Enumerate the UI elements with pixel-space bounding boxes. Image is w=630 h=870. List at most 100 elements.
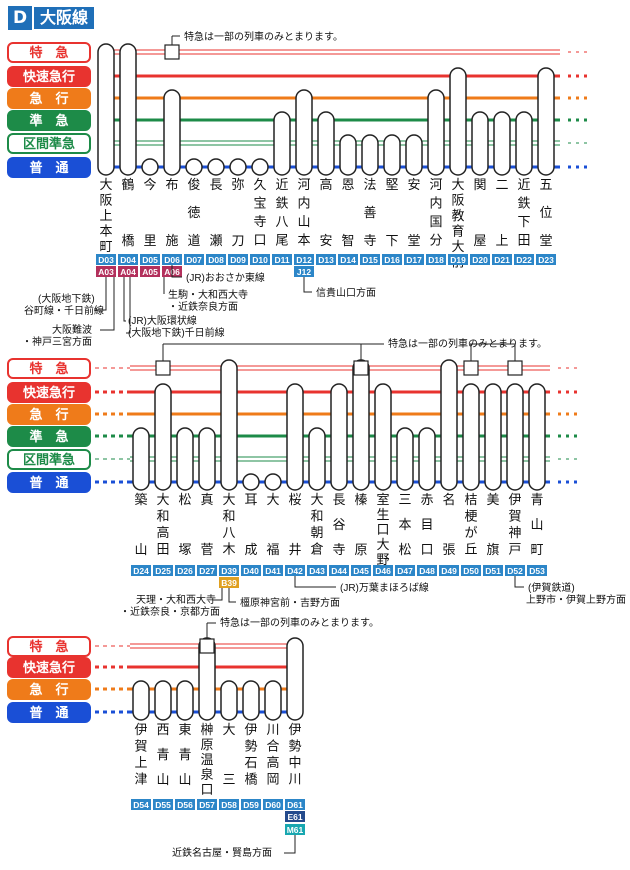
- transfer-leader: [123, 277, 126, 322]
- station-name-char: 大: [222, 722, 235, 737]
- partial-stop-square: [155, 360, 171, 376]
- station-stop-marker: [242, 473, 260, 491]
- station-name-char: 関: [473, 177, 486, 192]
- station-name-char: 大: [451, 239, 464, 254]
- station-code-badge: [118, 254, 138, 265]
- station-stop-marker: [132, 680, 150, 721]
- station-code-badge: [175, 565, 195, 576]
- station-stop-marker: [220, 359, 238, 491]
- station-name-char: 瀬: [209, 233, 222, 248]
- station-stop-marker: [198, 427, 216, 491]
- station-code-badge: [316, 254, 336, 265]
- station-code: D04: [120, 255, 136, 265]
- station-code: D13: [318, 255, 334, 265]
- station-name-char: 本: [398, 517, 411, 532]
- station-code: D18: [428, 255, 444, 265]
- station-name-char: 合: [266, 739, 279, 754]
- station-name-char: 二: [495, 177, 508, 192]
- station-name-char: 近: [517, 177, 530, 192]
- station-code: D47: [397, 566, 413, 576]
- code-b39: B39: [221, 578, 237, 588]
- station-code: D44: [331, 566, 347, 576]
- station-name-char: 安: [407, 177, 420, 192]
- train-type-label: 快速急行: [23, 385, 75, 400]
- station-name-char: 伊: [508, 492, 521, 507]
- station-stop-marker: [418, 427, 436, 491]
- station-name-char: 寺: [332, 542, 345, 557]
- station-name-char: 位: [539, 205, 552, 220]
- station-name-char: 徳: [187, 205, 200, 220]
- station-code: D40: [243, 566, 259, 576]
- station-code-badge: [131, 799, 151, 810]
- transfer-tenri: ・近鉄奈良・京都方面: [120, 605, 220, 618]
- station-code-badge: [294, 254, 314, 265]
- station-code: D07: [186, 255, 202, 265]
- station-name-char: 堅: [385, 177, 398, 192]
- station-code-badge: [307, 565, 327, 576]
- station-stop-marker: [506, 383, 524, 491]
- station-name-char: 勢: [244, 739, 257, 754]
- station-name-char: 名: [442, 492, 455, 507]
- train-type-badge: [7, 358, 91, 379]
- station-code: D39: [221, 566, 237, 576]
- partial-stop-note: 特急は一部の列車のみとまります。: [388, 337, 547, 350]
- station-name-char: 松: [398, 542, 411, 557]
- station-name-char: 温: [200, 752, 213, 767]
- station-name-char: 耳: [244, 492, 257, 507]
- station-code: D57: [199, 800, 215, 810]
- transfer-leader: [126, 277, 131, 334]
- station-name-char: 田: [156, 542, 169, 557]
- station-name-char: 勢: [288, 739, 301, 754]
- station-code-badge: [219, 799, 239, 810]
- code-a04-badge: [118, 266, 138, 277]
- station-code: D14: [340, 255, 356, 265]
- station-code-badge: [153, 565, 173, 576]
- station-code: D11: [274, 255, 289, 265]
- station-stop-marker: [537, 67, 555, 176]
- station-name-char: 野: [376, 552, 389, 567]
- station-code-badge: [285, 799, 305, 810]
- station-name-char: 桔: [464, 492, 477, 507]
- partial-stop-square: [463, 360, 479, 376]
- station-stop-marker: [163, 89, 181, 176]
- train-type-label: 特 急: [29, 639, 68, 654]
- train-type-badge: [7, 133, 91, 154]
- station-code: D25: [155, 566, 171, 576]
- station-name-char: 倉: [310, 542, 323, 557]
- station-name-char: 山: [134, 542, 147, 557]
- station-name-char: 青: [178, 747, 191, 762]
- station-name-char: 和: [156, 509, 169, 524]
- station-name-char: 原: [354, 542, 367, 557]
- code-e61: E61: [287, 812, 302, 822]
- partial-stop-square: [353, 360, 369, 376]
- transfer-jr-loop: (大阪地下鉄)千日前線: [128, 326, 225, 339]
- station-name-char: 町: [99, 239, 112, 254]
- train-type-badge: [7, 157, 91, 178]
- station-name-char: 口: [376, 522, 389, 537]
- station-name-char: 山: [178, 772, 191, 787]
- station-stop-marker: [396, 427, 414, 491]
- station-code: D60: [265, 800, 281, 810]
- station-name-char: 木: [222, 542, 235, 557]
- station-name-char: 分: [429, 233, 442, 248]
- station-stop-marker: [273, 111, 291, 176]
- station-name-char: 戸: [508, 542, 521, 557]
- station-name-char: 旗: [486, 542, 499, 557]
- station-name-char: 三: [398, 492, 411, 507]
- station-name-char: 智: [341, 233, 354, 248]
- transfer-ikoma: 生駒・大和西大寺: [168, 288, 248, 301]
- station-name-char: 福: [266, 542, 279, 557]
- station-name-char: 赤: [420, 492, 433, 507]
- station-name-char: 口: [420, 542, 433, 557]
- partial-stop-square: [164, 44, 180, 60]
- station-name-char: 育: [451, 224, 464, 239]
- station-name-char: 山: [297, 214, 310, 229]
- station-stop-marker: [264, 680, 282, 721]
- station-code: D41: [265, 566, 281, 576]
- station-name-char: 伊: [134, 722, 147, 737]
- train-type-badge: [7, 679, 91, 700]
- station-name-char: 伊: [288, 722, 301, 737]
- code-a04: A04: [120, 267, 136, 277]
- station-name-char: 法: [363, 177, 376, 192]
